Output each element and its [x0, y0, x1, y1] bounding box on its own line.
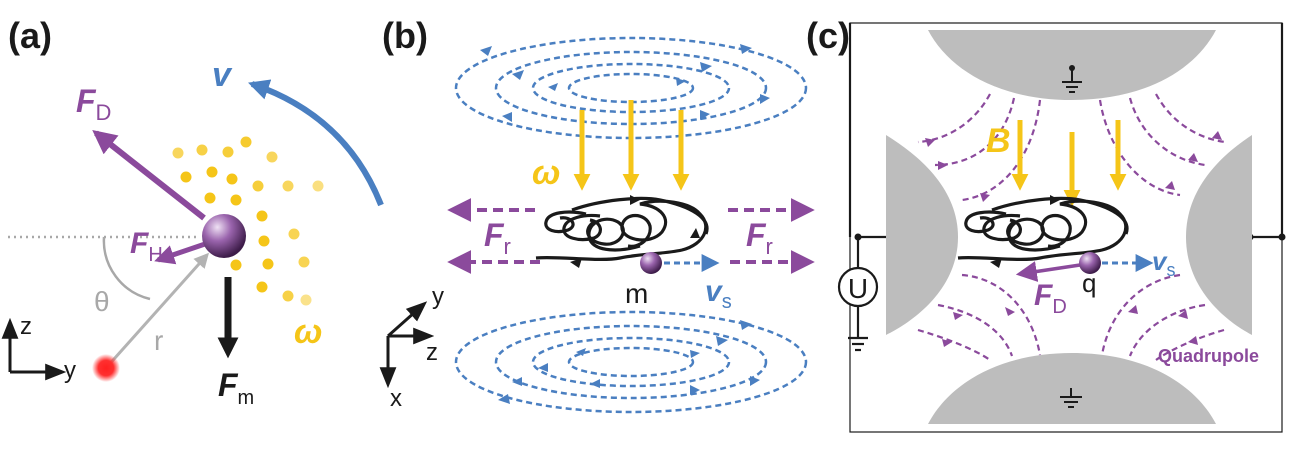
angle-label: θ	[94, 286, 110, 317]
panel-a: (a) v	[1, 15, 384, 409]
drag-force-arrow	[92, 130, 206, 221]
particle-b	[640, 252, 662, 274]
rotation-dots	[172, 136, 324, 306]
right-electrode	[1186, 135, 1252, 335]
omega-label: ω	[294, 313, 322, 351]
axis-z-label-b: z	[426, 339, 438, 366]
bottom-vortex	[454, 310, 808, 414]
axis-x-label-b: x	[390, 385, 402, 412]
node	[854, 233, 862, 241]
drag-force-label-c: FD	[1034, 279, 1067, 318]
gravity-force-label: Fm	[218, 367, 254, 409]
particle	[202, 214, 246, 258]
trajectory-arrow	[630, 195, 640, 205]
drag-force-label: FD	[76, 83, 111, 125]
trajectory-arrow	[690, 228, 700, 238]
radial-force-left-label: Fr	[484, 217, 511, 259]
panel-a-label: (a)	[8, 15, 52, 56]
hydro-force-arrow	[154, 241, 206, 265]
radius-vector	[104, 252, 209, 369]
velocity-arrow	[248, 79, 384, 207]
speed-label-c: vs	[1152, 246, 1175, 280]
trap-name: Quadrupole	[1158, 346, 1259, 366]
panel-b: (b) ω	[379, 15, 815, 414]
drag-force-arrow-c	[1015, 261, 1081, 282]
trajectory-c	[957, 196, 1129, 261]
radial-force-arrows	[447, 198, 815, 274]
hydro-force-label: FH	[130, 227, 163, 266]
panel-c: (c) U	[806, 15, 1286, 433]
axis-y-label-b: y	[432, 283, 444, 310]
radial-force-right-label: Fr	[746, 217, 773, 259]
axis-y-label: y	[64, 357, 76, 384]
ground-node	[1069, 65, 1075, 71]
speed-label-b: vs	[705, 275, 732, 313]
trajectory	[535, 196, 709, 261]
source-point	[92, 354, 120, 382]
b-field-arrows	[1011, 120, 1127, 207]
trajectory-arrow-c	[1050, 195, 1060, 205]
voltage-source	[837, 266, 879, 308]
axes-b: y z x	[379, 283, 444, 412]
trajectory-arrow	[570, 258, 582, 268]
particle-c	[1079, 252, 1101, 274]
velocity-label: v	[212, 56, 233, 94]
charge-label: q	[1082, 268, 1096, 298]
radius-label: r	[154, 325, 163, 356]
axes-a: z y	[1, 313, 76, 384]
angle-arc	[102, 236, 151, 301]
bottom-vortex-arrows	[498, 320, 760, 404]
field-arrows	[925, 131, 1222, 347]
top-vortex-arrows	[480, 44, 770, 122]
trajectory-arrow-c	[990, 258, 1002, 268]
omega-label-b: ω	[532, 154, 560, 192]
b-field-label: B	[986, 122, 1011, 160]
ground-symbol-top	[1062, 68, 1082, 93]
voltage-label: U	[848, 273, 868, 304]
left-electrode	[886, 135, 958, 335]
axis-z-label: z	[20, 313, 32, 340]
panel-b-label: (b)	[382, 15, 428, 56]
ground-symbol-bottom	[1060, 388, 1082, 408]
panel-c-label: (c)	[806, 15, 850, 56]
mass-label: m	[625, 278, 648, 309]
field-lines	[917, 93, 1226, 361]
omega-arrows	[573, 100, 690, 191]
